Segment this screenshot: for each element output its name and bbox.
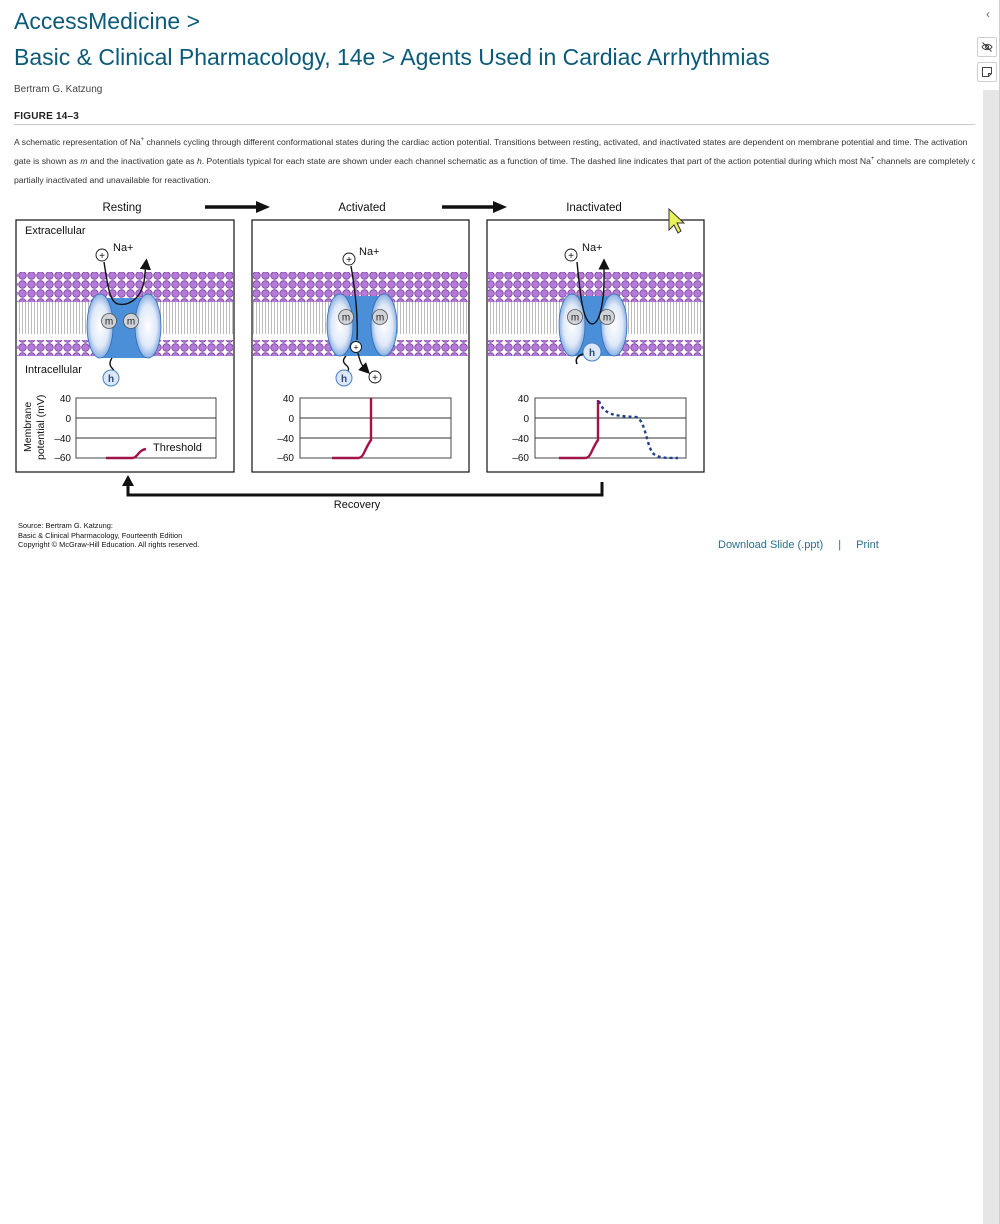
download-slide-link[interactable]: Download Slide (.ppt) (718, 539, 824, 551)
ion-plus-label: + (353, 343, 358, 353)
recovery-arrow: Recovery (122, 475, 604, 511)
source-line: Copyright © McGraw-Hill Education. All r… (18, 540, 200, 550)
gate-m-label: m (571, 313, 579, 324)
figure-label: FIGURE 14–3 (14, 111, 80, 122)
scrollbar-track[interactable] (983, 90, 1000, 1224)
gate-m-label: m (105, 317, 113, 328)
extracellular-label: Extracellular (25, 225, 86, 237)
cursor-icon (668, 207, 686, 234)
ion-label: Na+ (359, 246, 380, 258)
ion-label: Na+ (113, 242, 134, 254)
ion-label: Na+ (582, 242, 603, 254)
eye-off-icon (981, 42, 993, 52)
state-label-activated: Activated (338, 202, 385, 214)
tick-label: 40 (518, 394, 530, 405)
gate-m-label: m (342, 313, 350, 324)
y-axis-label: Membrane (22, 402, 34, 452)
gate-m-label: m (603, 313, 611, 324)
ion-plus-label: + (99, 251, 105, 262)
gate-h-label: h (589, 348, 595, 359)
breadcrumb-site-link[interactable]: AccessMedicine > (14, 8, 200, 34)
gate-h-label: h (108, 374, 114, 385)
page-title: Basic & Clinical Pharmacology, 14e > Age… (14, 44, 770, 70)
figure-divider (14, 124, 982, 125)
figure-actions: Download Slide (.ppt) | Print (718, 539, 879, 551)
tick-label: –40 (54, 434, 71, 445)
print-link[interactable]: Print (856, 539, 879, 551)
transition-arrow-1 (205, 201, 270, 213)
panel-resting: Extracellular m m + Na+ h Intracellular … (15, 219, 235, 473)
state-label-resting: Resting (103, 202, 142, 214)
figure-caption: A schematic representation of Na+ channe… (14, 137, 980, 185)
chevron-left-icon[interactable]: ‹ (986, 7, 990, 21)
tick-label: 40 (283, 394, 295, 405)
add-note-button[interactable] (977, 62, 997, 82)
y-axis-label: potential (mV) (35, 395, 47, 460)
tick-label: –40 (512, 434, 529, 445)
ion-plus-label: + (568, 251, 574, 262)
panel-activated: m m + Na+ + + h 40 0 –40 –60 (251, 219, 470, 473)
action-separator: | (838, 539, 842, 551)
tick-label: –60 (512, 453, 529, 464)
tick-label: –40 (277, 434, 294, 445)
state-label-inactivated: Inactivated (566, 202, 622, 214)
gate-m-label: m (376, 313, 384, 324)
threshold-label: Threshold (153, 442, 202, 454)
hide-annotations-button[interactable] (977, 37, 997, 57)
tick-label: 40 (60, 394, 72, 405)
source-line: Source: Bertram G. Katzung: (18, 521, 113, 530)
intracellular-label: Intracellular (25, 364, 82, 376)
figure-source: Source: Bertram G. Katzung: Basic & Clin… (18, 521, 199, 550)
tick-label: 0 (65, 414, 71, 425)
ion-plus-label: + (372, 373, 378, 384)
tick-label: 0 (523, 414, 529, 425)
tick-label: –60 (277, 453, 294, 464)
author: Bertram G. Katzung (14, 84, 103, 95)
gate-h-label: h (341, 374, 347, 385)
tick-label: 0 (288, 414, 294, 425)
gate-m-label: m (127, 317, 135, 328)
ion-plus-label: + (346, 255, 352, 266)
recovery-label: Recovery (334, 499, 381, 511)
sticky-note-icon (982, 67, 992, 77)
source-line: Basic & Clinical Pharmacology, Fourteent… (18, 530, 183, 540)
figure-image: Resting Activated Inactivated Extracellu… (0, 190, 720, 520)
panel-inactivated: m m h + Na+ 40 0 –40 –60 (486, 219, 705, 473)
tick-label: –60 (54, 453, 71, 464)
transition-arrow-2 (442, 201, 507, 213)
